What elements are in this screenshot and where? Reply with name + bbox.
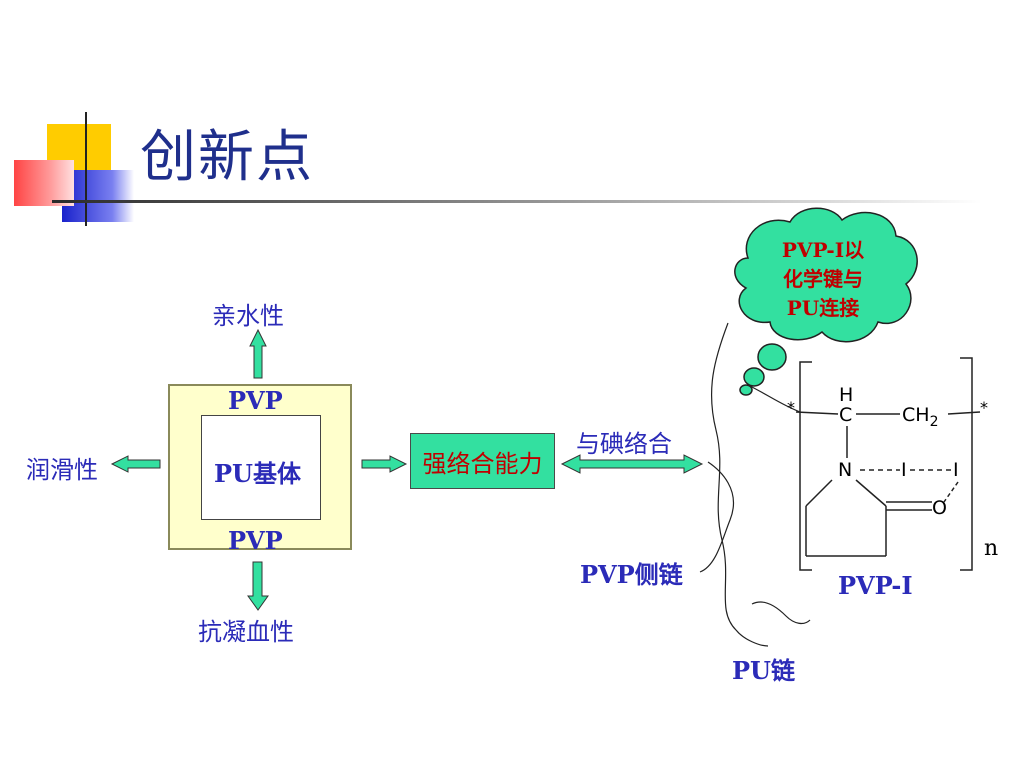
repeat-unit-n: n (984, 536, 999, 561)
atom-n: N (838, 459, 853, 481)
atom-o: O (932, 497, 947, 519)
arrow-up-icon (249, 328, 267, 379)
red-square (14, 160, 74, 206)
left-bracket (799, 361, 812, 571)
double-arrow-icon (560, 454, 704, 474)
star-left: * (787, 398, 795, 417)
thought-bubble-icon (734, 207, 918, 396)
bubble-text: PVP-I以 化学键与 PU连接 (748, 236, 898, 323)
atom-h: H (839, 384, 854, 406)
atom-i-1: I (901, 459, 907, 481)
bubble-line-1: PVP-I以 (781, 238, 865, 262)
polymer-chains (699, 322, 811, 647)
arrow-right-icon (361, 455, 408, 473)
atom-ch2-main: CH (902, 404, 930, 426)
arrow-left-icon (110, 455, 161, 473)
strong-complexation-box: 强络合能力 (410, 433, 555, 489)
bubble-line-3: PU连接 (786, 296, 860, 320)
atom-ch2-sub: 2 (929, 413, 939, 430)
hydrophilicity-label: 亲水性 (212, 302, 284, 330)
atom-i-2: I (953, 459, 959, 481)
title-underline (52, 200, 982, 203)
pvp-bottom-label: PVP (228, 526, 283, 555)
anticoagulation-label: 抗凝血性 (198, 618, 294, 646)
atom-c: C (839, 404, 853, 426)
page-title: 创新点 (140, 125, 314, 190)
pvp-i-label: PVP-I (838, 571, 913, 600)
right-bracket (960, 357, 973, 571)
title-decoration (14, 112, 982, 226)
pvp-i-bonds (795, 411, 981, 557)
arrow-down-icon (247, 561, 269, 611)
lubricity-label: 润滑性 (26, 456, 98, 484)
pu-inner-box (201, 415, 321, 520)
pu-matrix-label: PU基体 (214, 459, 301, 488)
pvp-side-chain-label: PVP侧链 (580, 560, 683, 589)
bubble-line-2: 化学键与 (783, 267, 863, 291)
star-right: * (980, 398, 988, 417)
pu-chain-label: PU链 (732, 656, 795, 685)
pvp-top-label: PVP (228, 386, 283, 415)
atom-ch2: CH2 (902, 404, 938, 430)
iodine-complexation-label: 与碘络合 (576, 430, 672, 458)
